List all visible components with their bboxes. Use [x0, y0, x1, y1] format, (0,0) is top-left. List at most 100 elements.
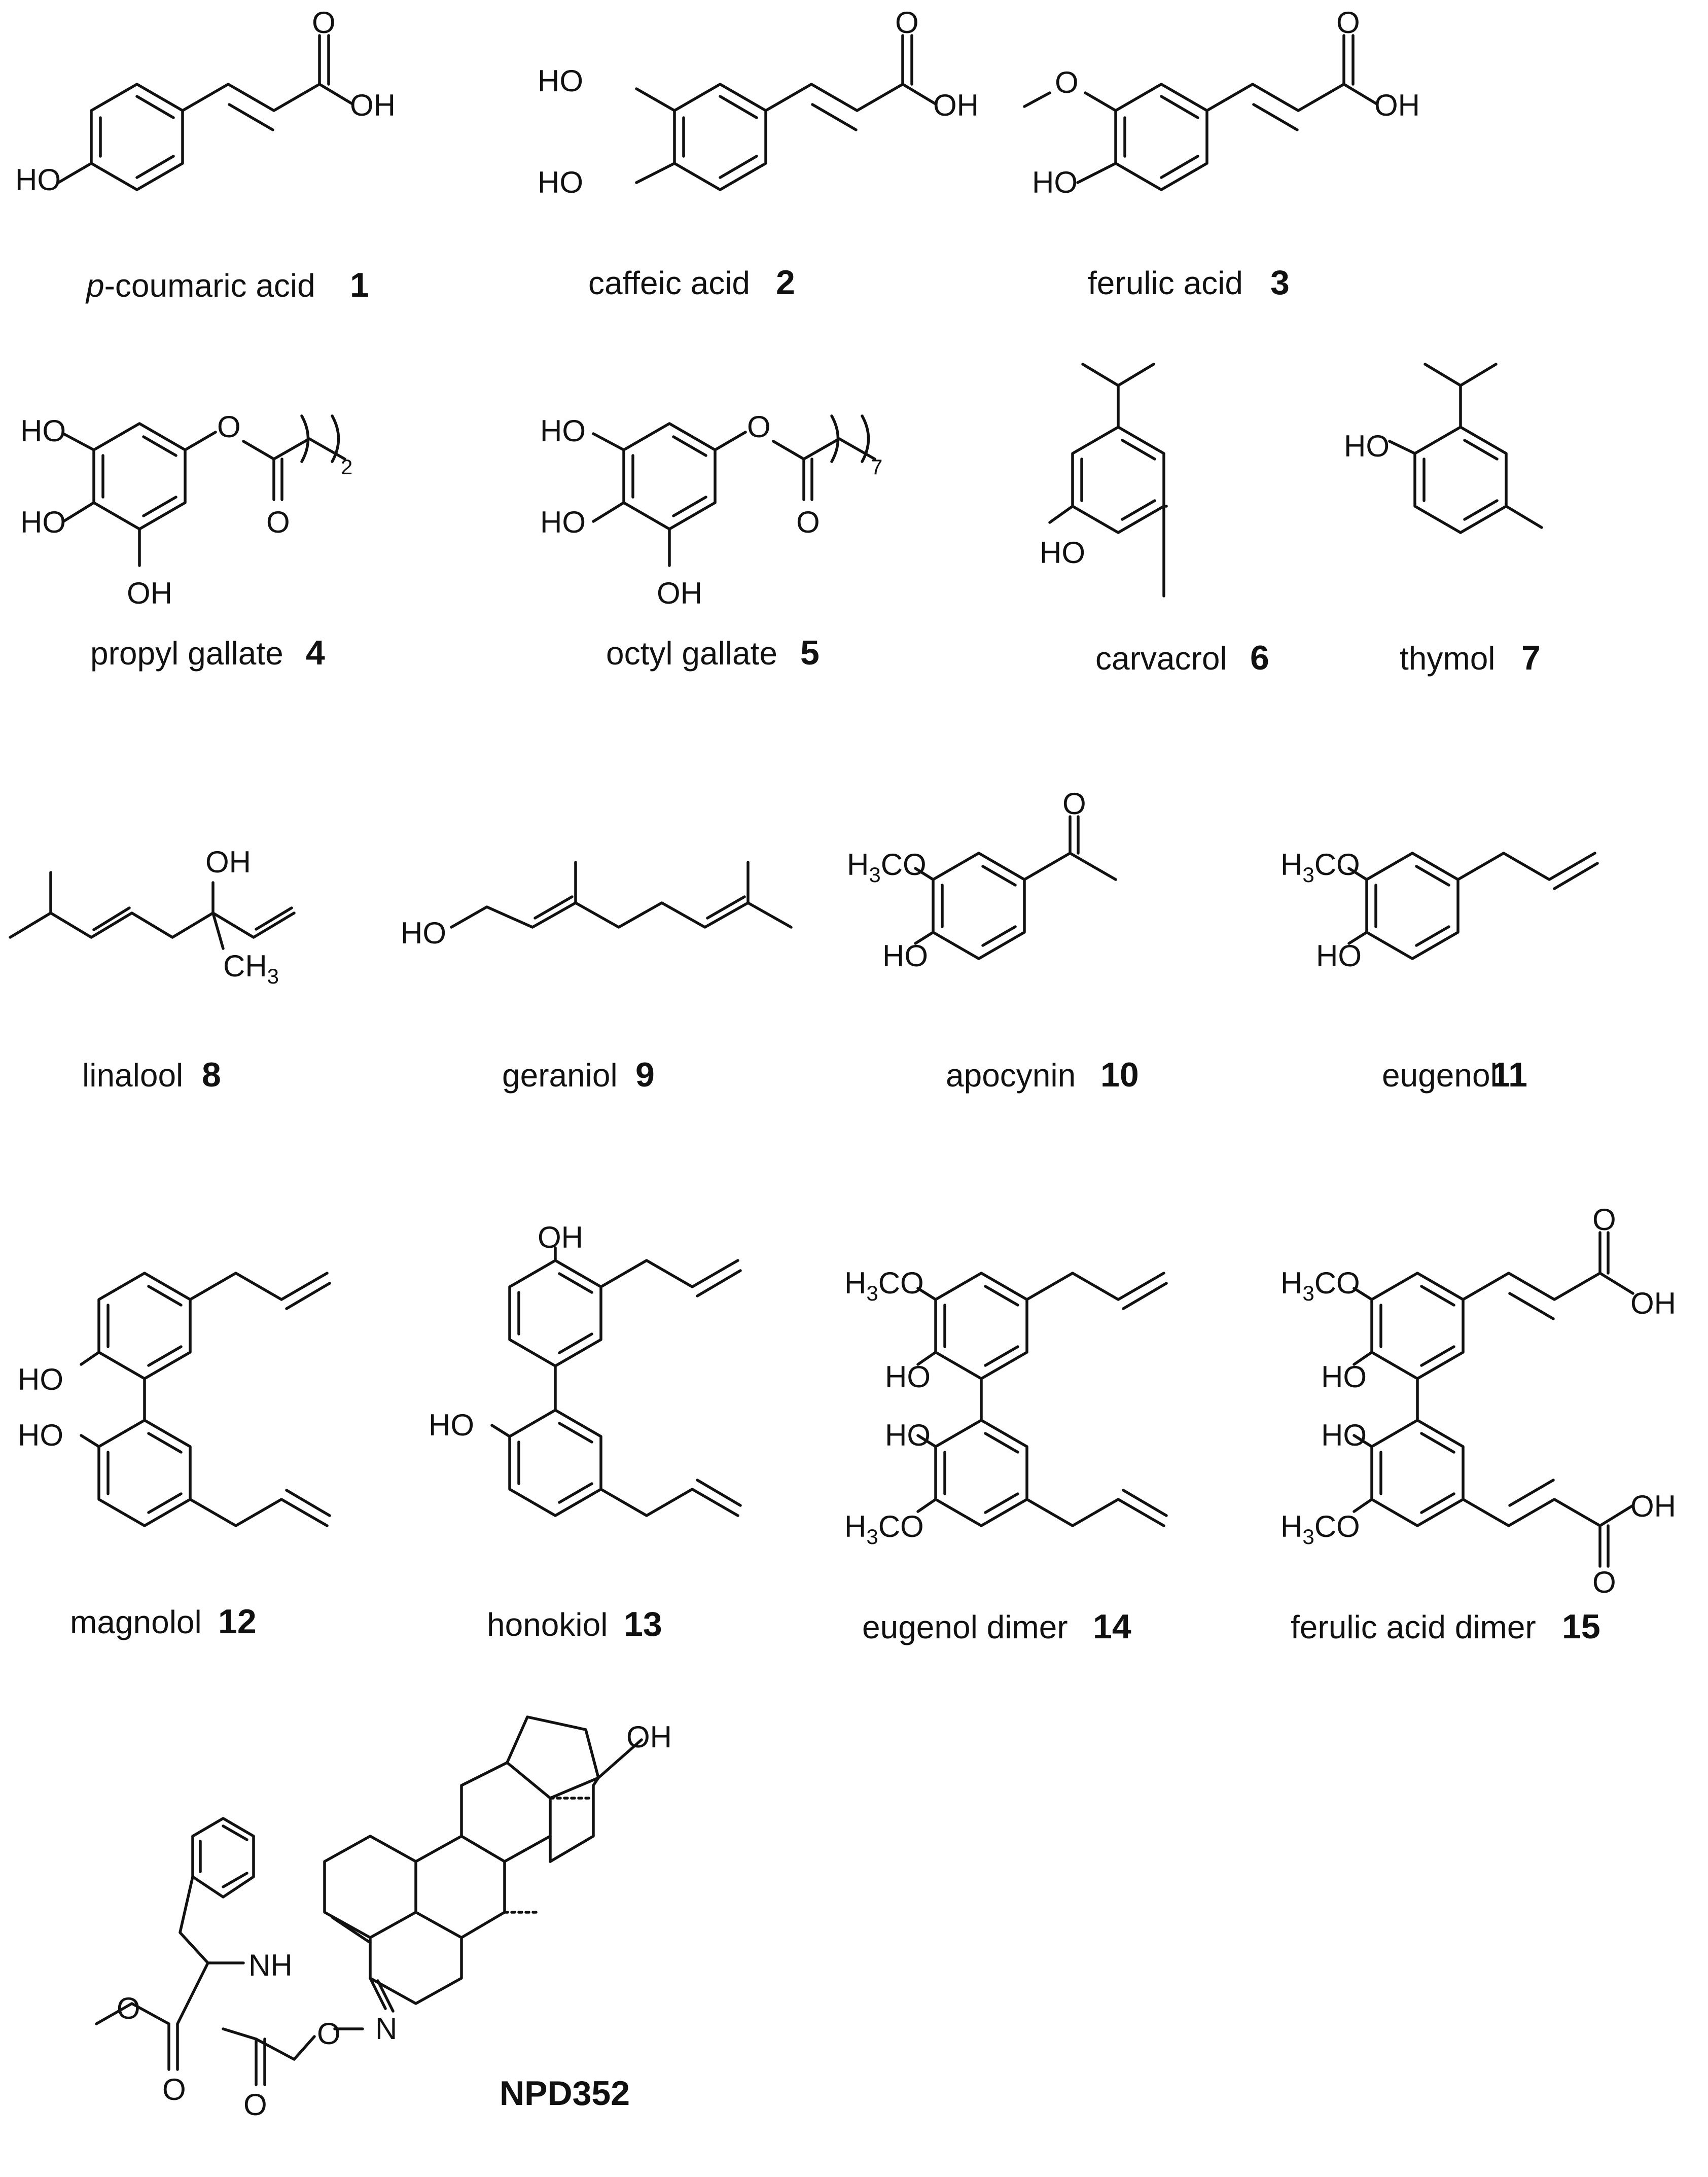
compound-number-10: 10: [1100, 1056, 1139, 1094]
atom-label: HO: [540, 414, 586, 448]
atom-subscript: 3: [267, 964, 279, 988]
compound-number-1: 1: [350, 266, 369, 304]
compound-name-4: propyl gallate: [90, 635, 283, 672]
compound-number-12: 12: [218, 1602, 257, 1641]
atom-label: HO: [20, 505, 66, 539]
atom-label: N: [375, 2012, 397, 2046]
compound-name-11: eugenol: [1382, 1057, 1498, 1094]
atom-label: HO: [885, 1418, 931, 1452]
atom-text: H: [1280, 1266, 1302, 1300]
compound-name-7: thymol: [1400, 640, 1496, 677]
atom-label: O: [796, 505, 820, 539]
compound-number-8: 8: [202, 1056, 221, 1094]
compound-number-13: 13: [624, 1605, 662, 1643]
atom-label: 2: [341, 455, 352, 479]
compound-name-6: carvacrol: [1095, 640, 1227, 677]
atom-label: H3CO: [1280, 848, 1360, 887]
atom-label: O: [1592, 1565, 1616, 1599]
atom-label: O: [1592, 1203, 1616, 1237]
atom-label: HO: [18, 1362, 63, 1396]
compound-name-npd352: NPD352: [500, 2074, 630, 2113]
compound-number-6: 6: [1250, 639, 1269, 677]
atom-label: HO: [538, 64, 583, 98]
atom-label: OH: [626, 1720, 672, 1754]
compound-name-8: linalool: [82, 1057, 183, 1094]
compound-number-4: 4: [306, 634, 325, 672]
atom-label: OH: [933, 88, 979, 122]
atom-text: CO: [881, 848, 927, 882]
atom-label: O: [1062, 787, 1086, 821]
compound-name-2: caffeic acid: [588, 265, 750, 301]
compound-name: -coumaric acid: [104, 267, 315, 304]
atom-label: O: [117, 1991, 140, 2025]
atom-text: CO: [1314, 1509, 1360, 1543]
compound-name-1: p-coumaric acid: [85, 267, 315, 304]
atom-label: O: [747, 410, 771, 444]
atom-label: HO: [538, 165, 583, 199]
atom-label: H3CO: [844, 1266, 924, 1305]
atom-label: HO: [1040, 536, 1085, 570]
atom-label: O: [162, 2073, 186, 2106]
atom-text: H: [1280, 848, 1302, 882]
structure-apocynin: O H3CO HO: [847, 787, 1117, 973]
compound-name-13: honokiol: [487, 1606, 608, 1643]
atom-label: HO: [1032, 165, 1078, 199]
atom-subscript: 3: [869, 863, 880, 887]
atom-label: O: [312, 6, 336, 40]
atom-label: H3CO: [844, 1509, 924, 1549]
structure-octyl-gallate: HO HO OH O O 7: [540, 410, 882, 610]
atom-label: HO: [401, 916, 446, 950]
compound-name-12: magnolol: [70, 1604, 202, 1640]
atom-label: O: [217, 410, 241, 444]
compound-name-9: geraniol: [502, 1057, 618, 1094]
structure-thymol: HO: [1344, 363, 1543, 534]
atom-text: H: [847, 848, 869, 882]
compound-name-5: octyl gallate: [606, 635, 777, 672]
atom-subscript: 3: [866, 1525, 878, 1549]
compound-number-2: 2: [776, 263, 795, 302]
compound-number-11: 11: [1491, 1056, 1527, 1094]
atom-subscript: 3: [1302, 1281, 1314, 1305]
atom-label: OH: [127, 576, 172, 610]
structure-propyl-gallate: HO HO OH O O 2: [20, 410, 352, 610]
compound-name-14: eugenol dimer: [862, 1609, 1068, 1645]
atom-text: CH: [223, 949, 267, 983]
compound-number-3: 3: [1270, 263, 1290, 302]
compound-name-15: ferulic acid dimer: [1291, 1609, 1536, 1645]
atom-label: HO: [18, 1418, 63, 1452]
atom-label: 7: [871, 455, 882, 479]
atom-text: H: [844, 1509, 866, 1543]
compound-number-15: 15: [1562, 1607, 1600, 1646]
atom-subscript: 3: [1302, 1525, 1314, 1549]
compound-number-7: 7: [1521, 639, 1541, 677]
structure-carvacrol: HO: [1040, 363, 1168, 598]
structure-ferulic-acid: O O OH HO: [1023, 6, 1420, 199]
compound-name-10: apocynin: [946, 1057, 1076, 1094]
structure-ferulic-acid-dimer: O OH OH O H3CO HO HO H3CO: [1280, 1203, 1676, 1599]
atom-label: HO: [429, 1408, 474, 1442]
atom-text: CO: [878, 1266, 924, 1300]
atom-text: H: [1280, 1509, 1302, 1543]
atom-subscript: 3: [1302, 863, 1314, 887]
atom-label: OH: [1630, 1286, 1676, 1320]
compound-number-9: 9: [635, 1056, 655, 1094]
atom-label: H3CO: [847, 848, 927, 887]
atom-text: CO: [1314, 848, 1360, 882]
atom-label: O: [243, 2088, 267, 2122]
atom-label: HO: [540, 505, 586, 539]
structure-eugenol: H3CO HO: [1280, 848, 1599, 973]
atom-label: H3CO: [1280, 1509, 1360, 1549]
compound-number-5: 5: [800, 634, 820, 672]
atom-text: CO: [878, 1509, 924, 1543]
atom-label: NH: [248, 1948, 293, 1982]
atom-label: O: [266, 505, 290, 539]
atom-label: CH3: [223, 949, 279, 988]
atom-label: OH: [350, 88, 396, 122]
atom-label: HO: [15, 163, 61, 197]
atom-label: HO: [1344, 429, 1390, 463]
structure-p-coumaric-acid: O OH HO: [15, 6, 396, 197]
atom-label: H3CO: [1280, 1266, 1360, 1305]
atom-label: HO: [1321, 1360, 1367, 1394]
atom-label: HO: [1316, 939, 1362, 973]
